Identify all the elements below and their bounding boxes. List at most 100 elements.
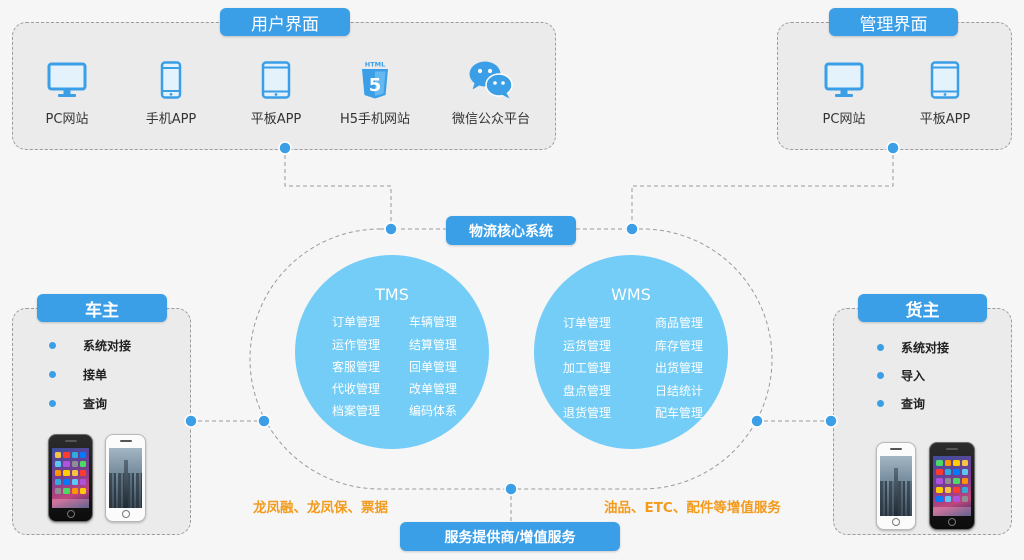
admin-item-tablet-app: 平板APP — [895, 60, 995, 128]
app-icon — [953, 469, 960, 475]
tms-module: 客服管理 — [332, 360, 381, 374]
bullet-dot — [877, 344, 884, 351]
ui-item-label: 手机APP — [145, 112, 197, 127]
admin-to-core-connector — [631, 148, 894, 229]
ui-item-label: 平板APP — [250, 112, 302, 127]
tms-module: 改单管理 — [409, 382, 458, 396]
html5-icon: HTML 5 — [362, 61, 388, 99]
wechat-icon — [469, 61, 513, 99]
app-icon — [63, 461, 70, 467]
connector-dot — [750, 414, 764, 428]
user-interface-panel: PC网站 手机APP 平板A — [12, 22, 556, 150]
services-title: 服务提供商/增值服务 — [400, 522, 620, 551]
bullet-dot — [877, 400, 884, 407]
core-system-title: 物流核心系统 — [446, 216, 576, 245]
ui-item-label: 微信公众平台 — [451, 112, 530, 127]
app-icon — [63, 470, 70, 476]
tablet-icon — [261, 61, 291, 99]
shipper-panel: 系统对接 导入 查询 — [833, 308, 1012, 535]
app-icon — [71, 488, 78, 494]
app-icon — [79, 470, 86, 476]
wms-title: WMS — [611, 285, 651, 304]
ui-item-tablet-app: 平板APP — [226, 60, 326, 128]
wms-module: 商品管理 — [655, 316, 704, 330]
shipper-title: 货主 — [858, 294, 987, 322]
carrier-item: 接单 — [83, 368, 108, 382]
wms-circle: WMS 订单管理 商品管理 运货管理 库存管理 加工管理 出货管理 盘点管理 日… — [534, 255, 728, 449]
app-icon — [63, 488, 70, 494]
app-icon — [63, 452, 70, 458]
wms-module: 日结统计 — [655, 384, 704, 398]
black-smartphone-image — [48, 434, 93, 522]
tms-module: 结算管理 — [409, 338, 458, 352]
tms-circle: TMS 订单管理 车辆管理 运作管理 结算管理 客服管理 回单管理 代收管理 改… — [295, 255, 489, 449]
wms-module: 库存管理 — [655, 339, 704, 353]
app-icon — [71, 479, 78, 485]
app-icon — [961, 487, 968, 493]
phone-icon — [160, 61, 182, 99]
html5-logo-text: HTML — [365, 61, 385, 69]
app-icon — [936, 460, 943, 466]
value-added-services-note: 油品、ETC、配件等增值服务 — [604, 500, 781, 516]
white-smartphone-image — [876, 442, 916, 530]
shipper-item: 导入 — [901, 369, 926, 383]
admin-item-label: PC网站 — [822, 112, 866, 127]
tms-module: 档案管理 — [332, 404, 381, 418]
wms-module: 配车管理 — [655, 406, 704, 420]
wms-module: 订单管理 — [563, 316, 612, 330]
app-icon — [55, 488, 62, 494]
shipper-item: 系统对接 — [901, 341, 950, 355]
app-icon — [79, 452, 86, 458]
admin-interface-title: 管理界面 — [829, 8, 958, 36]
app-icon — [71, 461, 78, 467]
app-icon — [944, 460, 951, 466]
monitor-icon — [47, 62, 87, 97]
ui-item-h5-site: HTML 5 H5手机网站 — [325, 60, 425, 128]
app-icon — [936, 496, 943, 502]
app-icon — [936, 469, 943, 475]
carrier-panel: 系统对接 接单 查询 — [12, 308, 191, 535]
connector-dot — [257, 414, 271, 428]
ui-item-label: PC网站 — [45, 112, 89, 127]
app-icon — [71, 470, 78, 476]
app-icon — [953, 460, 960, 466]
carrier-title: 车主 — [37, 294, 167, 322]
wms-module: 出货管理 — [655, 361, 704, 375]
monitor-icon — [824, 62, 864, 97]
app-icon — [79, 461, 86, 467]
bullet-dot — [877, 372, 884, 379]
app-icon — [944, 496, 951, 502]
ui-item-label: H5手机网站 — [339, 112, 411, 127]
app-icon — [55, 479, 62, 485]
admin-item-label: 平板APP — [919, 112, 971, 127]
app-icon — [55, 452, 62, 458]
tms-title: TMS — [375, 285, 409, 304]
app-icon — [71, 452, 78, 458]
user-interface-title: 用户界面 — [220, 8, 350, 36]
carrier-item: 系统对接 — [83, 339, 132, 353]
tms-module: 订单管理 — [332, 315, 381, 329]
connector-dot — [384, 222, 398, 236]
app-icon — [944, 478, 951, 484]
connector-dot — [504, 482, 518, 496]
tms-module: 代收管理 — [332, 382, 381, 396]
app-icon — [63, 479, 70, 485]
app-icon — [944, 487, 951, 493]
html5-logo-digit: 5 — [369, 75, 382, 96]
tms-module: 编码体系 — [409, 404, 458, 418]
tablet-icon — [930, 61, 960, 99]
app-icon — [944, 469, 951, 475]
ui-item-mobile-app: 手机APP — [121, 60, 221, 128]
admin-interface-panel: PC网站 平板APP — [777, 22, 1012, 150]
app-icon — [961, 496, 968, 502]
app-icon — [55, 461, 62, 467]
app-icon — [961, 469, 968, 475]
app-icon — [936, 487, 943, 493]
wms-module: 加工管理 — [563, 361, 612, 375]
app-icon — [79, 479, 86, 485]
wms-module: 盘点管理 — [563, 384, 612, 398]
tms-module: 回单管理 — [409, 360, 458, 374]
connector-dot — [625, 222, 639, 236]
tms-module: 车辆管理 — [409, 315, 458, 329]
